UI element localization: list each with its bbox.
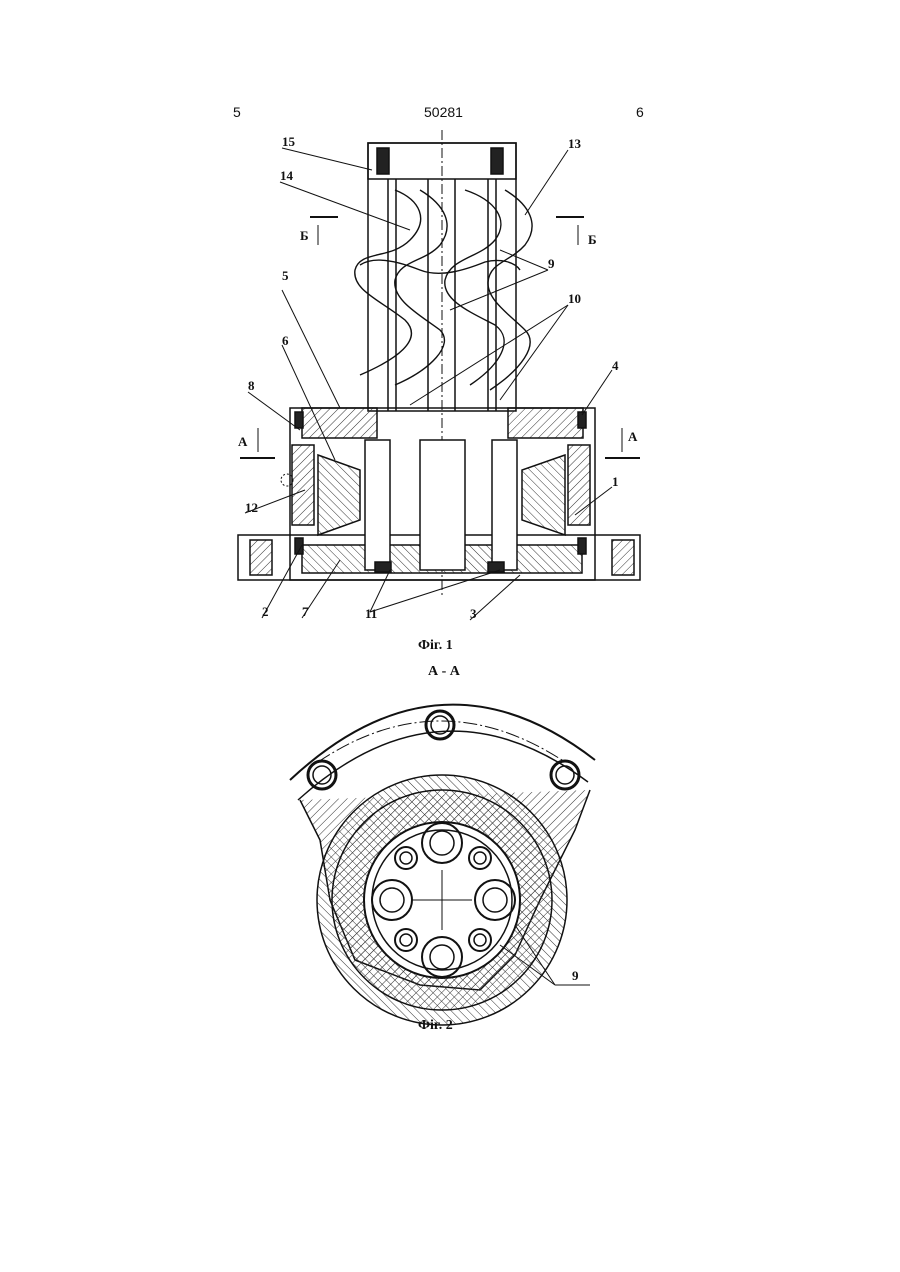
label-8: 8 [248,378,255,393]
label-13: 13 [568,136,582,151]
section-a-right: А [628,429,638,444]
label-2: 2 [262,604,269,619]
label-9: 9 [548,256,555,271]
label-7: 7 [302,604,309,619]
fig2-label-9: 9 [572,968,579,983]
label-3: 3 [470,606,477,621]
figure-1-caption: Фіг. 1 [418,638,453,654]
section-a-left: А [238,434,248,449]
label-1: 1 [612,474,619,489]
section-b-right: Б [588,232,597,247]
label-11: 11 [365,606,377,621]
figure-2-caption: Фіг. 2 [418,1018,453,1034]
label-10: 10 [568,291,581,306]
label-14: 14 [280,168,294,183]
base-housing [238,408,640,580]
label-6: 6 [282,333,289,348]
label-12: 12 [245,500,258,515]
auger-spirals [355,190,532,390]
label-4: 4 [612,358,619,373]
section-a-a-title: А - А [428,664,460,680]
label-15: 15 [282,134,296,149]
section-b-left: Б [300,228,309,243]
figure-1-drawing: 15 14 13 5 6 8 4 12 1 2 7 11 3 9 10 Б Б … [0,0,900,700]
label-5: 5 [282,268,289,283]
